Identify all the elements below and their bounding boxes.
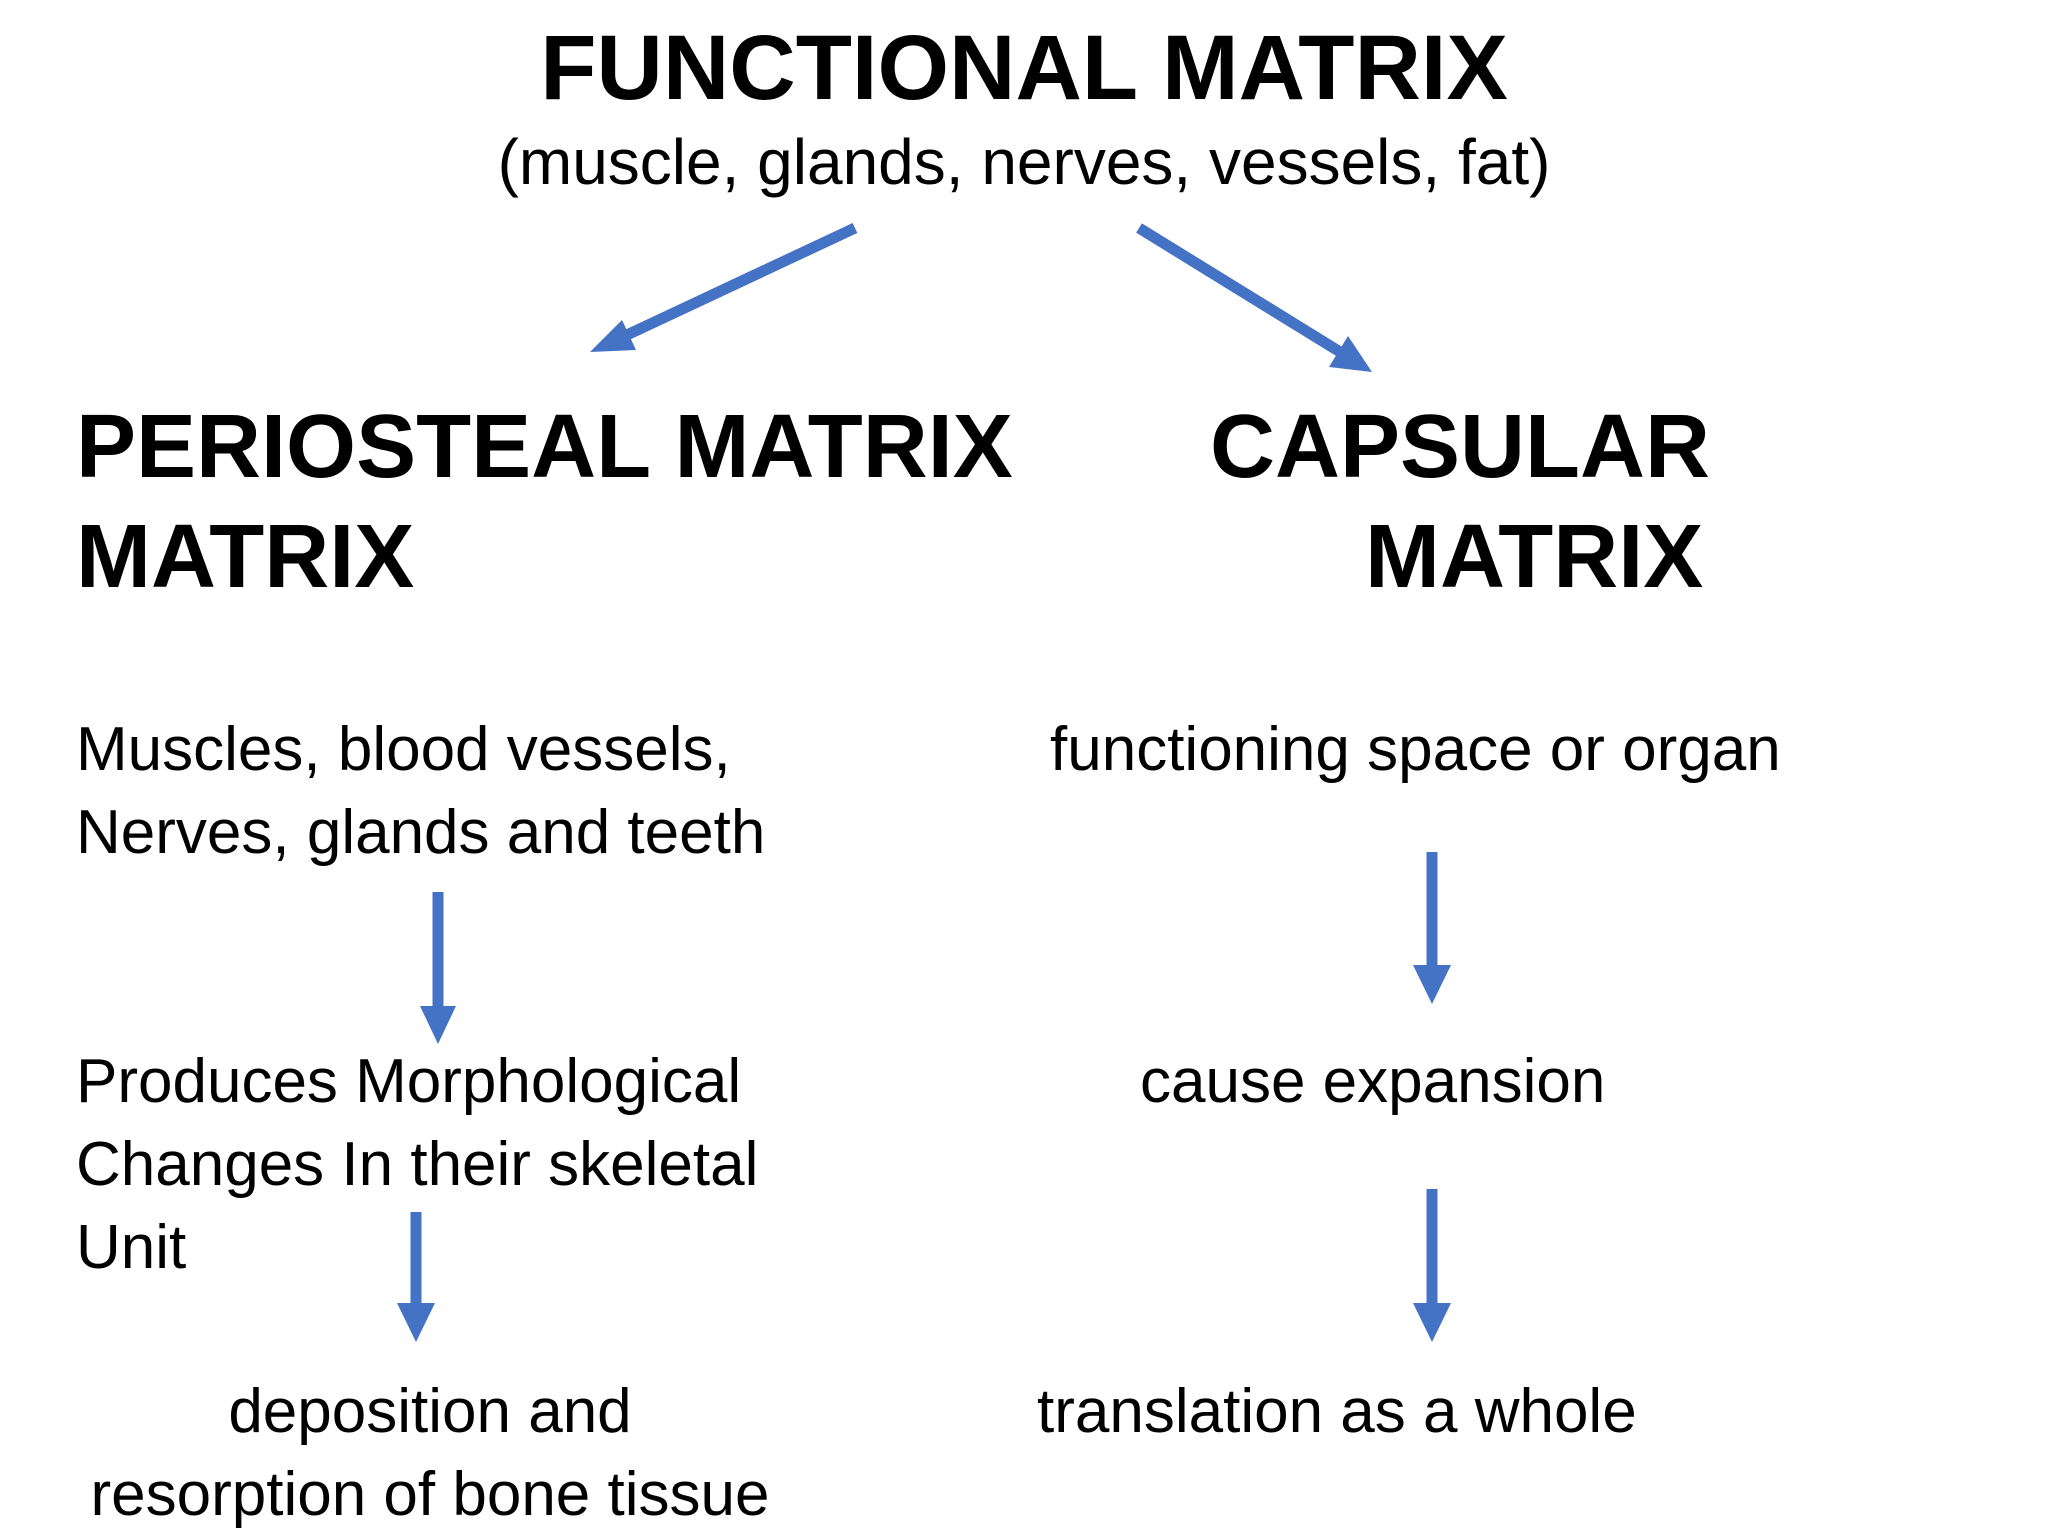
periosteal-step-components: Muscles, blood vessels, Nerves, glands a…: [76, 708, 765, 874]
arrowhead-periosteal-step-1-to-2: [420, 1006, 456, 1044]
periosteal-step-3-line-2: resorption of bone tissue: [90, 1460, 770, 1529]
arrow-title-to-capsular: [1136, 223, 1348, 360]
periosteal-step-bone-remodeling: deposition and resorption of bone tissue: [0, 1370, 860, 1536]
capsular-step-functioning-space: functioning space or organ: [1050, 715, 1781, 784]
periosteal-step-2-line-1: Produces Morphological: [76, 1047, 742, 1116]
periosteal-matrix-heading: PERIOSTEAL MATRIX MATRIX: [76, 392, 1013, 612]
arrowhead-title-to-capsular: [1329, 336, 1372, 372]
periosteal-step-2-line-2: Changes In their skeletal: [76, 1130, 759, 1199]
arrow-title-to-periosteal: [611, 223, 858, 346]
periosteal-step-1-line-2: Nerves, glands and teeth: [76, 798, 766, 867]
capsular-heading-line-2: MATRIX: [1365, 507, 1704, 607]
periosteal-heading-line-1: PERIOSTEAL MATRIX: [76, 397, 1013, 497]
arrow-group: [397, 223, 1451, 1342]
periosteal-step-2-line-3: Unit: [76, 1213, 187, 1282]
diagram-subtitle: (muscle, glands, nerves, vessels, fat): [497, 126, 1551, 198]
capsular-step-translation: translation as a whole: [1037, 1377, 1637, 1446]
periosteal-step-3-line-1: deposition and: [228, 1377, 632, 1446]
periosteal-step-1-line-1: Muscles, blood vessels,: [76, 715, 731, 784]
periosteal-step-morphological-changes: Produces Morphological Changes In their …: [76, 1040, 758, 1289]
capsular-step-expansion: cause expansion: [1140, 1047, 1606, 1116]
arrowhead-title-to-periosteal: [590, 320, 636, 352]
arrowhead-capsular-step-1-to-2: [1413, 965, 1451, 1004]
arrowhead-capsular-step-2-to-3: [1413, 1303, 1451, 1342]
arrowhead-periosteal-step-2-to-3: [397, 1303, 435, 1342]
periosteal-heading-line-2: MATRIX: [76, 507, 415, 607]
capsular-heading-line-1: CAPSULAR: [1210, 397, 1711, 497]
diagram-title: FUNCTIONAL MATRIX: [540, 17, 1508, 119]
